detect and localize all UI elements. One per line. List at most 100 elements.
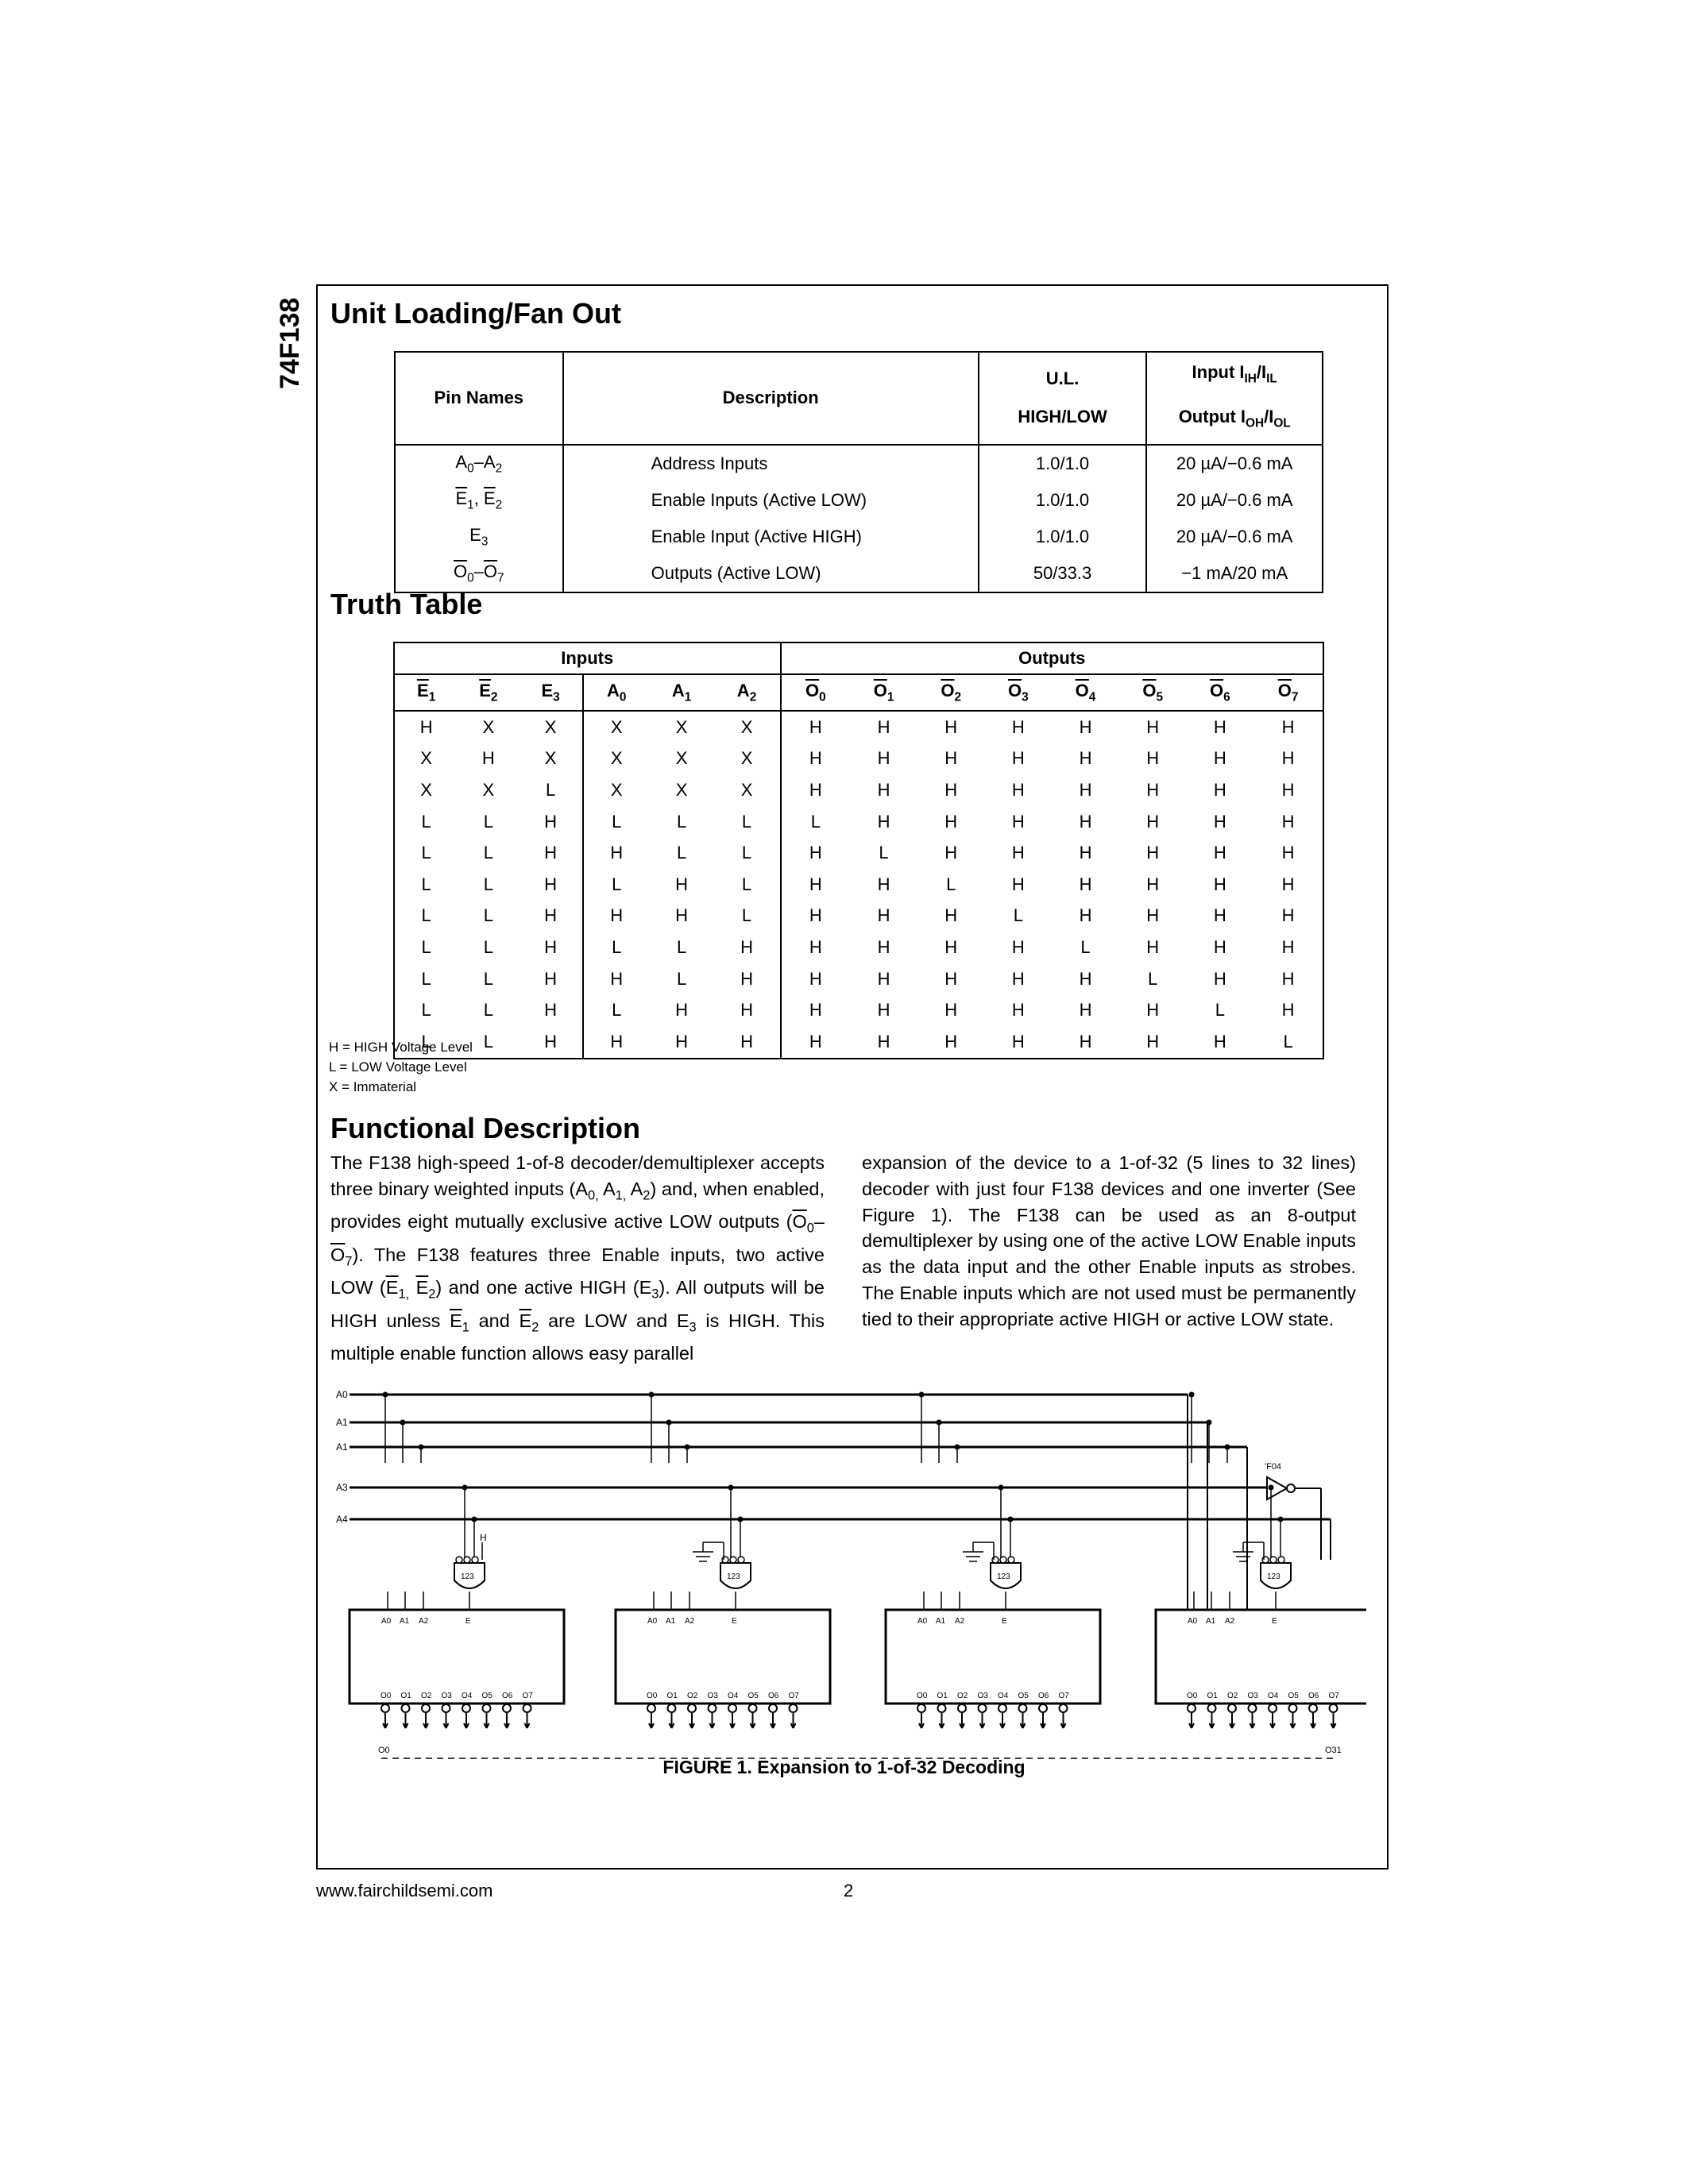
chip-output-label: O1 xyxy=(401,1692,412,1700)
truth-cell: H xyxy=(1079,968,1092,989)
col-ul-line1: U.L. xyxy=(1045,369,1080,389)
unit-loading-heading: Unit Loading/Fan Out xyxy=(330,297,621,330)
truth-cell: H xyxy=(779,932,851,963)
col-pin-header: Pin Names xyxy=(394,351,564,446)
output-bubble xyxy=(1058,1704,1068,1713)
truth-cell: H xyxy=(1079,1000,1092,1021)
chip-output-label: O0 xyxy=(1187,1692,1198,1700)
col-desc-header: Description xyxy=(562,351,979,446)
truth-cell: H xyxy=(1253,900,1324,932)
chip-output-label: O2 xyxy=(1227,1692,1238,1700)
truth-cell: L xyxy=(392,868,458,901)
ul-cell: 1.0/1.0 xyxy=(977,481,1148,519)
truth-cell: H xyxy=(1213,874,1226,894)
line-label-a3: A3 xyxy=(336,1482,348,1493)
truth-cell: L xyxy=(1253,1025,1324,1059)
truth-cell: L xyxy=(483,968,493,989)
truth-cell: H xyxy=(1253,837,1324,869)
truth-col-header: O0 xyxy=(779,673,851,712)
description-cell: Enable Inputs (Active LOW) xyxy=(562,481,979,519)
truth-cell: H xyxy=(1011,1000,1025,1021)
truth-cell: H xyxy=(944,748,958,769)
truth-table-notes: H = HIGH Voltage Level L = LOW Voltage L… xyxy=(329,1037,473,1097)
truth-cell: H xyxy=(392,711,458,743)
and-gate xyxy=(1260,1562,1292,1589)
truth-cell: L xyxy=(1148,968,1158,989)
chip-input-label: A2 xyxy=(1225,1617,1235,1626)
truth-cell: X xyxy=(675,748,688,769)
chip-output-label: O5 xyxy=(1018,1692,1029,1700)
output-arrow xyxy=(921,1723,925,1729)
footer-url[interactable]: www.fairchildsemi.com xyxy=(316,1881,493,1900)
truth-cell: L xyxy=(483,874,493,894)
truth-cell: H xyxy=(1146,874,1160,894)
chip-output-label: O2 xyxy=(421,1692,432,1700)
truth-cell: L xyxy=(676,968,687,989)
gate-input-bubble xyxy=(991,1556,999,1564)
and-gate xyxy=(454,1562,485,1589)
truth-cell: L xyxy=(581,868,650,901)
chip-input-label: A2 xyxy=(419,1617,429,1626)
pin-name-cell: E1, E2 xyxy=(394,481,564,519)
gate-input-bubble xyxy=(721,1556,729,1564)
truth-cell: X xyxy=(544,716,557,737)
output-arrow xyxy=(465,1723,469,1729)
truth-cell: L xyxy=(392,963,458,995)
truth-col-header: O5 xyxy=(1118,673,1187,712)
truth-cell: X xyxy=(482,716,495,737)
truth-cell: H xyxy=(877,811,890,832)
truth-cell: L xyxy=(741,811,752,832)
chip-output-label: O1 xyxy=(937,1692,948,1700)
chip-output-label: O2 xyxy=(957,1692,968,1700)
truth-cell: H xyxy=(544,843,558,863)
gate-input-bubble xyxy=(1277,1556,1285,1564)
truth-cell: X xyxy=(675,779,688,800)
chip-output-label: O3 xyxy=(442,1692,453,1700)
and-gate xyxy=(990,1562,1022,1589)
output-bubble xyxy=(977,1704,987,1713)
truth-cell: L xyxy=(581,805,650,838)
output-bubble xyxy=(957,1704,967,1713)
chip-output-label: O3 xyxy=(708,1692,719,1700)
io-cell: 20 µA/−0.6 mA xyxy=(1145,481,1323,519)
truth-cell: H xyxy=(944,779,958,800)
truth-cell: H xyxy=(1146,936,1160,957)
truth-cell: H xyxy=(779,743,851,775)
functional-col2: expansion of the device to a 1-of-32 (5 … xyxy=(862,1152,1356,1329)
output-bubble xyxy=(522,1704,532,1713)
pin-name-cell: O0–O7 xyxy=(394,554,564,593)
truth-cell: X xyxy=(392,743,458,775)
output-arrow xyxy=(1312,1723,1316,1729)
chip-input-label: A0 xyxy=(647,1617,658,1626)
truth-cell: L xyxy=(392,994,458,1026)
truth-cell: H xyxy=(1011,716,1025,737)
truth-cell: H xyxy=(1052,1025,1119,1059)
truth-cell: H xyxy=(877,716,890,737)
output-arrow xyxy=(526,1723,531,1729)
gate-input-bubble xyxy=(1007,1556,1015,1564)
output-bubble xyxy=(647,1704,656,1713)
truth-cell: H xyxy=(1079,716,1092,737)
truth-cell: X xyxy=(392,774,458,806)
output-arrow xyxy=(772,1723,776,1729)
chip-output-label: O4 xyxy=(1268,1692,1279,1700)
gate-label: 123 xyxy=(997,1572,1010,1581)
truth-cell: H xyxy=(944,811,958,832)
gate-label: 123 xyxy=(727,1572,740,1581)
chip-output-label: O0 xyxy=(380,1692,392,1700)
output-bubble xyxy=(400,1704,411,1713)
truth-cell: L xyxy=(545,779,556,800)
inverter-symbol xyxy=(1266,1476,1296,1501)
truth-cell: L xyxy=(392,932,458,963)
truth-col-header: O3 xyxy=(984,673,1053,712)
truth-cell: H xyxy=(779,963,851,995)
output-arrow xyxy=(1272,1723,1276,1729)
ul-cell: 1.0/1.0 xyxy=(977,518,1148,555)
output-arrow xyxy=(961,1723,965,1729)
